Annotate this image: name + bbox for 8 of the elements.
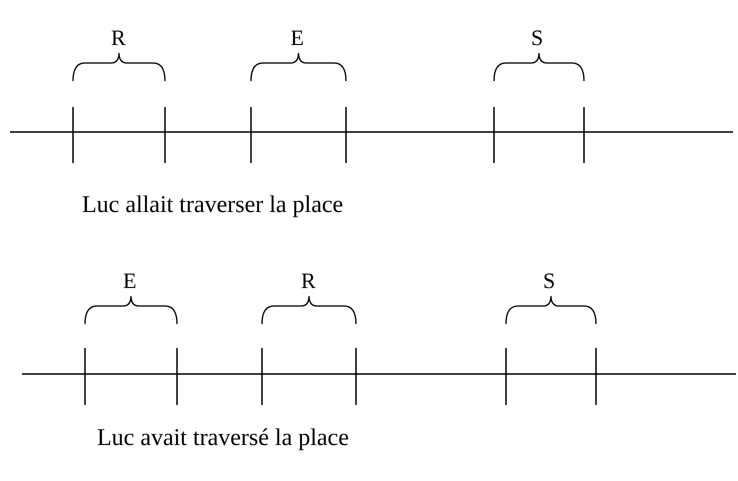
interval-letter: R (301, 270, 316, 292)
interval-letter: S (543, 270, 556, 292)
interval-letter: R (111, 27, 126, 49)
interval-letter: S (531, 27, 544, 49)
interval-letter: E (123, 270, 136, 292)
example-sentence: Luc allait traverser la place (82, 193, 344, 217)
interval-letter: E (290, 27, 304, 49)
example-sentence: Luc avait traversé la place (97, 426, 349, 450)
